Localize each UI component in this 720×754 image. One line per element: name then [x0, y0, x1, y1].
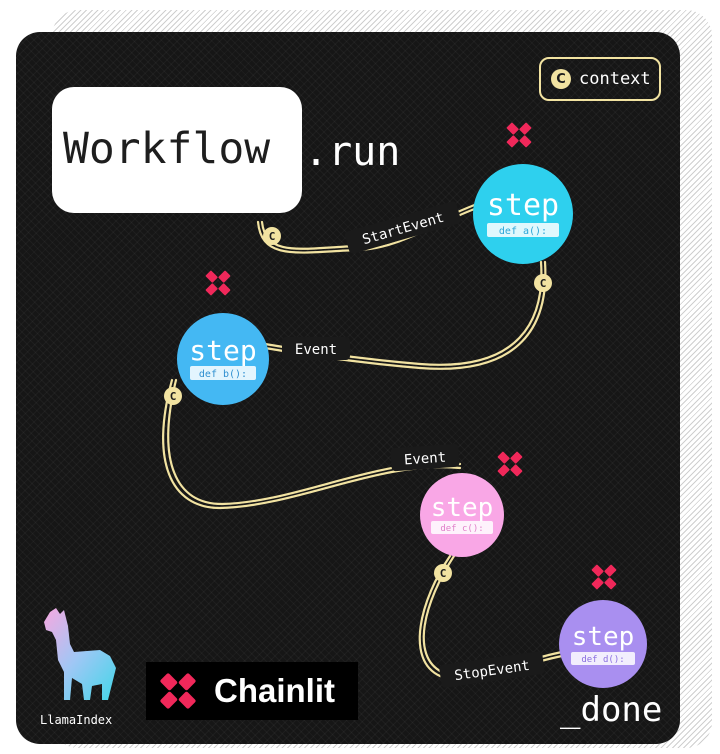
context-marker-a: [534, 274, 552, 292]
event-start: StartEvent: [344, 201, 461, 254]
context-marker-start: [263, 227, 281, 245]
step-b: step def b():: [177, 313, 269, 405]
chainlit-label: Chainlit: [214, 672, 335, 709]
event-b-to-c: Event: [390, 443, 460, 472]
svg-text:C: C: [440, 567, 447, 580]
star-icon: [506, 122, 532, 148]
context-icon: C: [551, 69, 571, 89]
chainlit-logo: Chainlit: [146, 662, 358, 720]
step-a: step def a():: [473, 164, 573, 264]
chainlit-icon: [160, 673, 196, 709]
star-icon: [497, 451, 523, 477]
svg-text:Event: Event: [403, 450, 446, 469]
star-icon: [591, 564, 617, 590]
svg-text:step: step: [487, 188, 559, 223]
llamaindex-label: LlamaIndex: [40, 713, 113, 727]
svg-text:step: step: [189, 334, 256, 367]
svg-text:C: C: [269, 230, 276, 243]
context-markers: C C C C: [164, 227, 552, 582]
title-workflow: Workflow: [63, 124, 271, 174]
context-badge: C context: [539, 57, 661, 101]
event-a-to-b: Event: [282, 337, 350, 360]
svg-text:step: step: [431, 493, 494, 523]
title-run-suffix: .run: [304, 129, 401, 175]
llama-logo-icon: [44, 608, 116, 700]
svg-text:def c():: def c():: [440, 524, 483, 534]
title-box: [52, 87, 302, 213]
step-d: step def d():: [559, 600, 647, 688]
svg-text:C: C: [170, 390, 177, 403]
star-icons: [205, 122, 617, 590]
connector-b-to-c: [162, 378, 462, 510]
svg-text:Event: Event: [295, 342, 337, 358]
context-label: context: [579, 69, 651, 89]
svg-text:def d():: def d():: [581, 655, 624, 665]
step-c: step def c():: [420, 473, 504, 557]
context-marker-b: [164, 387, 182, 405]
svg-text:C: C: [540, 277, 547, 290]
star-icon: [205, 270, 231, 296]
context-marker-c: [434, 564, 452, 582]
event-stop: StopEvent: [439, 651, 545, 688]
svg-text:def b():: def b():: [199, 369, 247, 380]
svg-text:step: step: [572, 622, 635, 652]
svg-text:def a():: def a():: [499, 226, 547, 237]
done-label: _done: [560, 690, 663, 730]
